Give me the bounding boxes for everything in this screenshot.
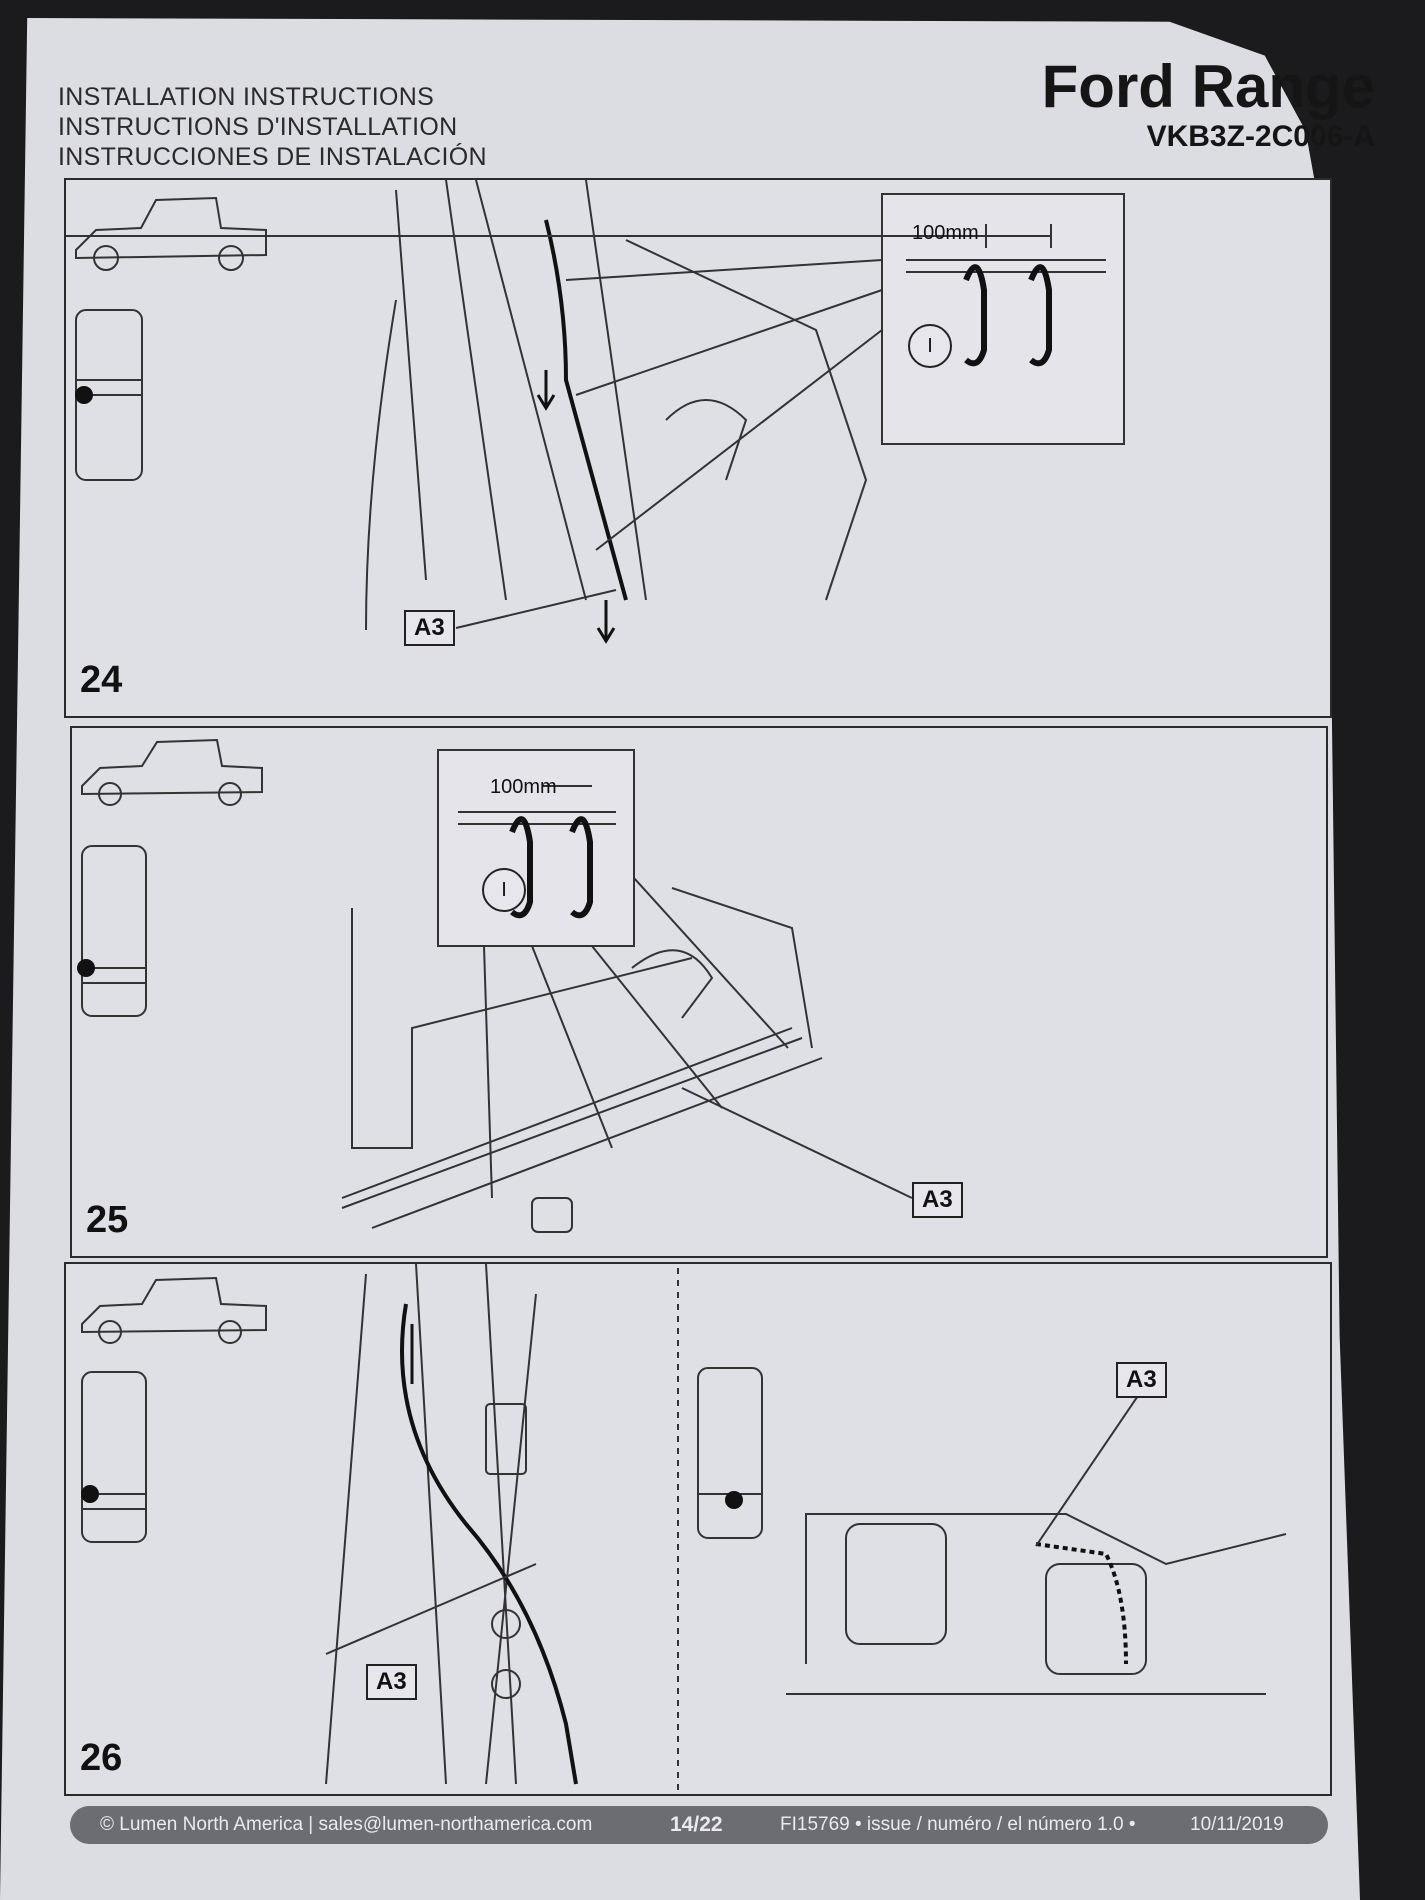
header-titles: INSTALLATION INSTRUCTIONS INSTRUCTIONS D… — [58, 82, 487, 172]
title-spanish: INSTRUCCIONES DE INSTALACIÓN — [58, 143, 487, 171]
footer-bar: © Lumen North America | sales@lumen-nort… — [70, 1806, 1328, 1844]
dimension-label: 100mm — [912, 222, 979, 244]
step-26-illustration — [81, 1264, 1287, 1790]
step-26-panel: A3 A3 26 — [64, 1262, 1332, 1796]
dimension-label: 100mm — [490, 776, 557, 798]
part-label-a3: A3 — [912, 1182, 963, 1218]
step-24-panel: 100mm I A3 24 — [64, 178, 1332, 718]
title-french: INSTRUCTIONS D'INSTALLATION — [58, 113, 458, 141]
title-english: INSTALLATION INSTRUCTIONS — [58, 83, 435, 111]
step-number: 24 — [80, 659, 123, 701]
step-number: 25 — [86, 1199, 129, 1241]
callout-marker: I — [908, 324, 952, 368]
callout-marker: I — [482, 868, 526, 912]
document-info: FI15769 • issue / numéro / el número 1.0… — [780, 1814, 1136, 1835]
header-product: Ford Range VKB3Z-2C006-A — [955, 54, 1375, 154]
footer-company: © Lumen North America | sales@lumen-nort… — [100, 1814, 593, 1835]
part-label-a3-right: A3 — [1116, 1362, 1167, 1398]
step-25-panel: 100mm I A3 25 — [70, 726, 1328, 1258]
document-date: 10/11/2019 — [1190, 1814, 1284, 1835]
step-25-illustration — [77, 738, 913, 1233]
part-label-a3-left: A3 — [366, 1664, 417, 1700]
part-label-a3: A3 — [404, 610, 455, 646]
step-24-illustration — [66, 180, 1125, 644]
brand-name: Ford Range — [1041, 54, 1375, 120]
page-number: 14/22 — [670, 1813, 723, 1836]
part-number: VKB3Z-2C006-A — [1146, 120, 1375, 153]
step-number: 26 — [80, 1737, 123, 1779]
